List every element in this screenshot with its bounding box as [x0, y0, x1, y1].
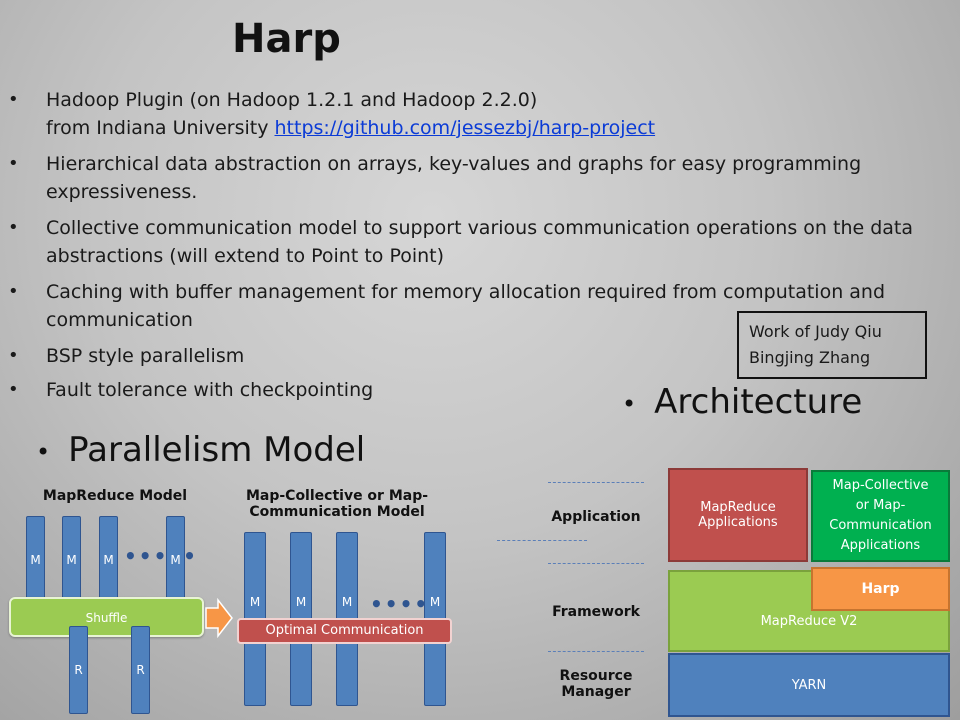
layer-label-line: Resource [559, 668, 633, 684]
mapreduce-applications-box: MapReduce Applications [668, 468, 808, 562]
mapcollective-model-title: Map-Collective or Map- Communication Mod… [232, 488, 442, 520]
bullet-item: • Hierarchical data abstraction on array… [8, 150, 926, 206]
bullet-dot: • [36, 437, 51, 466]
bullet-item: • Hadoop Plugin (on Hadoop 1.2.1 and Had… [8, 86, 946, 142]
map-label: M [103, 553, 114, 567]
map-task: M [26, 516, 45, 600]
box-text: Communication [829, 518, 932, 533]
harp-project-link[interactable]: https://github.com/jessezbj/harp-project [274, 117, 656, 139]
slide-title: Harp [232, 16, 341, 62]
bullet-text: from Indiana University [46, 117, 275, 139]
layer-label-application: Application [551, 509, 641, 525]
bullet-item: • Fault tolerance with checkpointing [8, 376, 946, 404]
bullet-dot: • [8, 379, 19, 400]
bullet-dot: • [8, 281, 19, 302]
optimal-communication-bar: Optimal Communication [237, 618, 452, 644]
bullet-item: • Caching with buffer management for mem… [8, 278, 926, 334]
bullet-text: Hadoop Plugin (on Hadoop 1.2.1 and Hadoo… [46, 89, 538, 111]
map-label: M [66, 553, 77, 567]
map-label: M [170, 553, 181, 567]
layer-label-resource-manager: Resource Manager [540, 668, 652, 700]
bullet-item: • BSP style parallelism [8, 342, 946, 370]
box-text: Applications [840, 538, 921, 553]
parallelism-heading: • Parallelism Model [36, 430, 365, 470]
layer-divider [497, 540, 587, 541]
layer-label-line: Manager [561, 684, 631, 700]
model-title-line: Map-Collective or Map- [245, 488, 429, 504]
yarn-box: YARN [668, 653, 950, 717]
box-text: Applications [698, 515, 778, 530]
bullet-dot: • [622, 389, 637, 418]
bullet-dot: • [8, 89, 19, 110]
map-label: M [30, 553, 41, 567]
mapcollective-applications-box: Map-Collective or Map- Communication App… [811, 470, 950, 562]
bullet-text: Hierarchical data abstraction on arrays,… [46, 153, 862, 203]
bullet-dot: • [8, 217, 19, 238]
layer-label-framework: Framework [552, 604, 640, 620]
layer-divider [548, 482, 644, 483]
credits-line: Work of Judy Qiu [749, 322, 882, 341]
reduce-task: R [69, 626, 88, 714]
layer-divider [548, 563, 644, 564]
architecture-heading: • Architecture [622, 382, 862, 422]
reduce-label: R [74, 663, 83, 677]
box-text: or Map- [855, 498, 906, 513]
bullet-dot: • [8, 345, 19, 366]
ellipsis-dots: ••••• [124, 544, 198, 568]
reduce-label: R [136, 663, 145, 677]
harp-box: Harp [811, 567, 950, 611]
box-text: Map-Collective [832, 478, 929, 493]
architecture-heading-text: Architecture [654, 382, 863, 422]
bullet-item: • Collective communication model to supp… [8, 214, 946, 270]
layer-divider [548, 651, 644, 652]
bullet-text: Fault tolerance with checkpointing [46, 379, 374, 401]
map-label: M [341, 595, 353, 609]
map-task: M [99, 516, 118, 600]
shuffle-bar: Shuffle [9, 597, 204, 637]
arrow-right-icon [205, 598, 233, 638]
bullet-text: Collective communication model to suppor… [46, 217, 914, 267]
reduce-task: R [131, 626, 150, 714]
credits-box: Work of Judy Qiu Bingjing Zhang [737, 311, 927, 379]
credits-line: Bingjing Zhang [749, 348, 871, 367]
map-label: M [249, 595, 261, 609]
bullet-text: Caching with buffer management for memor… [46, 281, 886, 331]
model-title-line: Communication Model [249, 504, 425, 520]
bullet-dot: • [8, 153, 19, 174]
map-label: M [295, 595, 307, 609]
box-text: MapReduce [700, 500, 776, 515]
bullet-text: BSP style parallelism [46, 345, 245, 367]
parallelism-heading-text: Parallelism Model [68, 430, 366, 470]
mapreduce-model-title: MapReduce Model [42, 488, 188, 504]
map-label: M [429, 595, 441, 609]
map-task: M [166, 516, 185, 600]
map-task: M [62, 516, 81, 600]
